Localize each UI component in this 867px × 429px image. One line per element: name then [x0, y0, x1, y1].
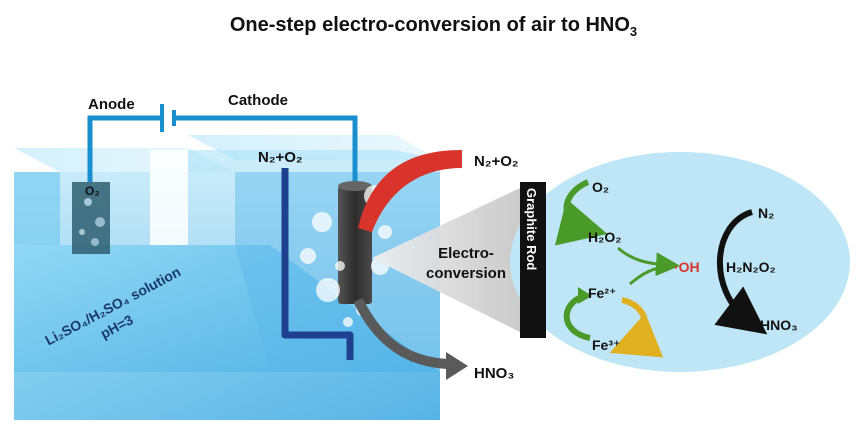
- anode-electrode: [72, 182, 110, 254]
- anode-label: Anode: [88, 96, 135, 113]
- circuit-wires: [87, 104, 358, 190]
- fe2-to-oh-arrow: [629, 264, 669, 286]
- h2o2-to-oh-arrow: [617, 246, 680, 277]
- anode-bubble: [84, 198, 92, 206]
- zoom-funnel: [372, 188, 520, 332]
- bubble: [378, 225, 392, 239]
- output-arrowhead: [446, 352, 468, 380]
- fe3-to-fe2-arrow: [563, 293, 591, 341]
- n2-species: N₂: [758, 205, 774, 221]
- graphite-rod-top: [338, 181, 372, 191]
- process-label-line2: conversion: [426, 265, 506, 282]
- cell-divider: [150, 150, 188, 245]
- bubble: [312, 212, 332, 232]
- output-product-label: HNO₃: [474, 365, 514, 382]
- cathode-label: Cathode: [228, 92, 288, 109]
- o2-species: O₂: [592, 179, 609, 195]
- output-arrow-shaft: [353, 297, 449, 369]
- process-label-line1: Electro-: [438, 245, 494, 262]
- anode-bubble: [91, 238, 99, 246]
- hno3-species: HNO₃: [760, 317, 798, 333]
- fe2-to-fe3-arrow: [609, 297, 664, 358]
- cell-front-face: [14, 245, 440, 420]
- cathode-wire: [176, 115, 358, 190]
- title-text: One-step electro-conversion of air to HN…: [229, 14, 630, 36]
- fe2-species: Fe²⁺: [588, 285, 616, 301]
- h2o2-species: H₂O₂: [588, 229, 621, 245]
- o2-to-h2o2-arrow: [554, 179, 608, 246]
- anode-wire: [87, 115, 160, 182]
- gas-inlet-tube: [281, 168, 354, 360]
- input-gas-label: N₂+O₂: [474, 153, 519, 170]
- electrolytic-cell: [14, 135, 440, 420]
- anode-bubble: [79, 229, 85, 235]
- fe3-species: Fe³⁺: [592, 337, 620, 353]
- anode-gas-label: O₂: [85, 184, 100, 198]
- title-subscript: 3: [629, 24, 638, 39]
- h2n2o2-species: H₂N₂O₂: [726, 259, 776, 275]
- graphite-rod-label: Graphite Rod: [524, 188, 539, 270]
- bubble: [316, 278, 340, 302]
- anode-bubble: [95, 217, 105, 227]
- bubble: [343, 317, 353, 327]
- input-arrow: [358, 150, 462, 232]
- graphite-rod-bar: [520, 182, 546, 338]
- cathode-inlet-label: N₂+O₂: [258, 149, 303, 166]
- hydroxyl-radical-species: ·OH: [674, 259, 700, 275]
- fe-cycle-arrowhead: [578, 287, 592, 304]
- cell-left-side: [14, 172, 60, 245]
- bubble: [300, 248, 316, 264]
- diagram-title: One-step electro-conversion of air to HN…: [0, 14, 867, 39]
- n2-to-hno3-arrow: [714, 209, 768, 335]
- bubble: [335, 261, 345, 271]
